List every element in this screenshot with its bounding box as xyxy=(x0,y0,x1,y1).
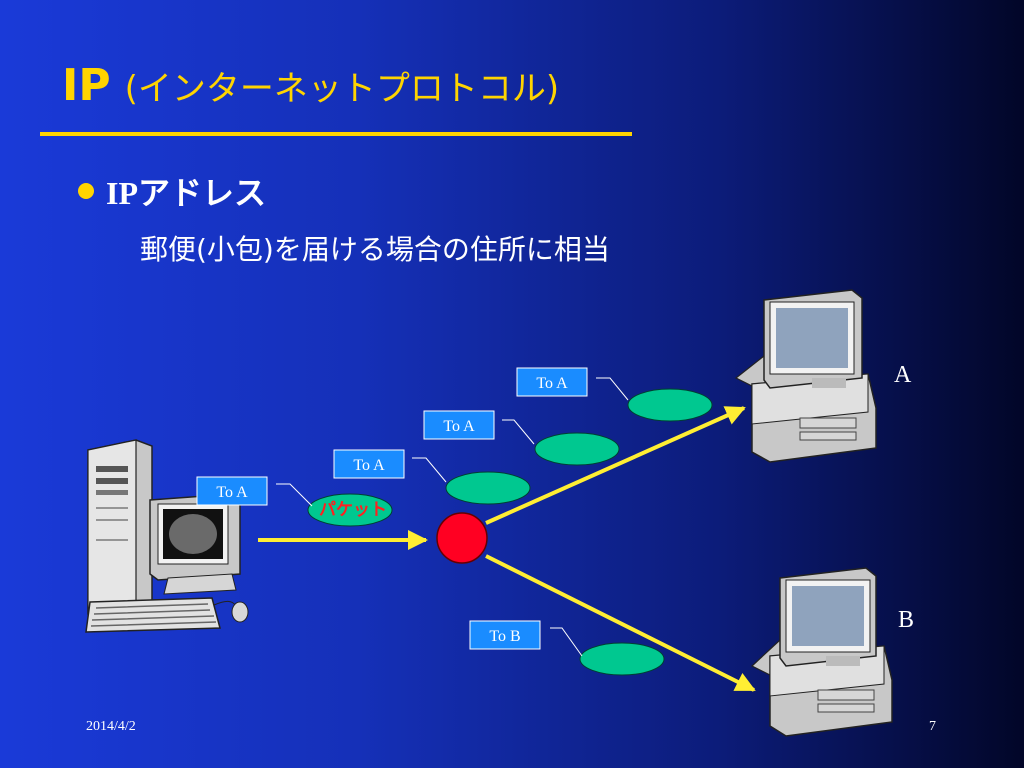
label-connector xyxy=(276,483,313,507)
label-connector xyxy=(412,457,447,483)
address-label-b: To B xyxy=(469,620,541,650)
address-label-text: To B xyxy=(489,628,520,645)
slide-page-number: 7 xyxy=(929,719,936,734)
slide-title: IP (インターネットプロトコル) xyxy=(62,60,559,111)
address-label-text: To A xyxy=(353,457,385,474)
computer-a-icon xyxy=(734,289,877,463)
packet-1 xyxy=(307,493,393,527)
address-label-text: To A xyxy=(216,484,248,501)
title-subtitle: (インターネットプロトコル) xyxy=(124,69,560,109)
address-label-3: To A xyxy=(423,410,495,440)
address-label-text: To A xyxy=(443,418,475,435)
address-label-text: To A xyxy=(536,375,568,392)
router-icon xyxy=(436,512,488,564)
packet-label: パケット xyxy=(319,500,387,520)
arrow-to-b xyxy=(485,554,756,692)
sender-computer-icon xyxy=(85,439,249,633)
address-label-4: To A xyxy=(516,367,588,397)
address-label-2: To A xyxy=(333,449,405,479)
label-connector xyxy=(596,377,629,401)
packet-5 xyxy=(579,642,665,676)
bullet-dot-icon xyxy=(78,183,94,199)
node-a-label: A xyxy=(894,362,912,388)
title-underline xyxy=(40,132,632,136)
label-connector xyxy=(502,419,535,445)
packet-4 xyxy=(627,388,713,422)
arrow-to-a xyxy=(485,406,746,525)
packet-3 xyxy=(534,432,620,466)
computer-b-icon xyxy=(750,567,893,737)
title-ip: IP xyxy=(62,60,111,111)
address-label-1: To A xyxy=(196,476,268,506)
label-connector xyxy=(550,627,583,657)
bullet-description: 郵便(小包)を届ける場合の住所に相当 xyxy=(140,233,610,266)
slide-date: 2014/4/2 xyxy=(86,719,136,734)
bullet-ip-address: IPアドレス xyxy=(106,175,267,211)
packet-2 xyxy=(445,471,531,505)
node-b-label: B xyxy=(898,607,914,633)
